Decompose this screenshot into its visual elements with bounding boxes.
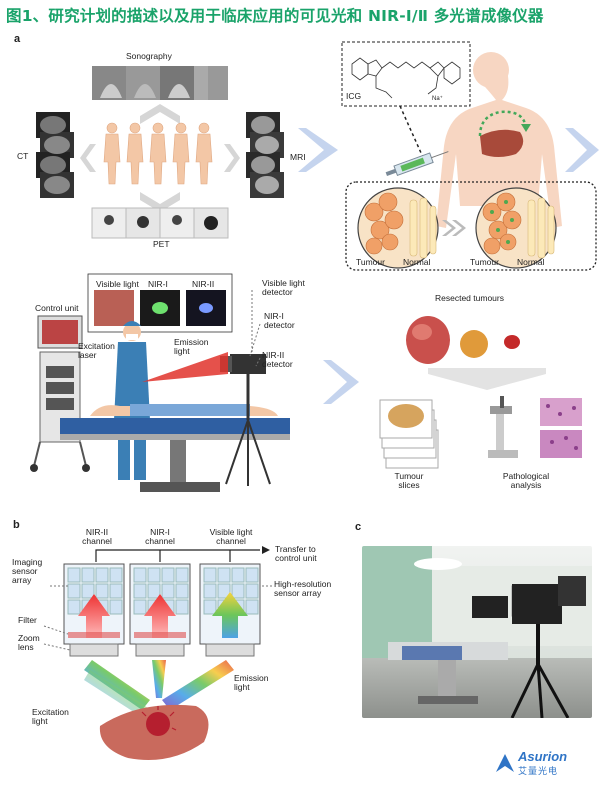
watermark: Asurion 艾量光电 [518,749,567,777]
syringe-icon [385,151,449,177]
tumour-icon [146,712,170,736]
sonography-label: Sonography [126,51,172,61]
control-unit-label: Control unit [35,303,79,313]
patient-figures [103,122,213,185]
chevron-right-icon [224,144,240,172]
pathology-diagram [379,316,582,469]
panel-b-letter: b [13,519,20,531]
panel-a-letter: a [14,33,21,45]
normal-label-2: Normal [517,257,545,267]
visible-sensor-box [199,563,261,657]
cell-circle-before [357,187,439,269]
mri-image-stack [246,112,284,198]
visible-light-thumbnail [94,290,134,326]
liver-icon [480,129,524,157]
nir2-sensor-box [63,563,125,657]
sodium-label: Na⁺ [432,96,443,102]
chevron-up-icon [140,104,180,124]
operating-table [60,418,290,492]
filter-label: Filter [18,615,37,625]
normal-label-1: Normal [403,257,431,267]
mri-label: MRI [290,152,306,162]
tumour-label-1: Tumour [356,257,385,267]
icg-injection-diagram [341,41,597,271]
arrow-icon [262,546,270,554]
ct-label: CT [17,151,29,161]
sonography-image-stack [92,66,228,100]
watermark-subtitle: 艾量光电 [518,766,559,776]
inset-nir2-label: NIR-II [192,279,215,289]
icg-molecule [351,57,461,99]
figure-title: 图1、研究计划的描述以及用于临床应用的可见光和 NIR-Ⅰ/Ⅱ 多光谱成像仪器 [6,7,544,25]
flow-chevron-icon [323,360,359,404]
surgeon-figure [114,321,150,480]
control-unit-cart [30,315,90,472]
multispectral-camera-diagram [43,546,272,760]
asurion-logo-icon [496,754,514,772]
tumour-slices-stack [379,399,439,469]
tumour-label-2: Tumour [470,257,499,267]
cell-circle-after [475,187,557,269]
ct-image-stack [36,112,74,198]
icg-label: ICG [346,91,362,101]
inset-visible-label: Visible light [96,279,139,289]
funnel-icon [428,368,546,390]
light-rays [84,660,234,716]
flow-chevron-icon [298,128,338,172]
pet-image-stack [91,207,229,239]
resected-tumour-samples [406,316,520,364]
pet-label: PET [153,239,170,249]
operating-scene [30,273,290,492]
histology-image-2 [540,430,582,458]
operating-room-photo [362,546,592,718]
imaging-modalities-diagram [36,66,284,239]
watermark-brand: Asurion [518,749,568,764]
inset-nir1-label: NIR-I [148,279,168,289]
flow-chevron-icon [565,128,599,172]
microscope-icon [488,396,518,458]
panel-c-letter: c [355,521,362,533]
emission-beam [142,352,228,382]
nir1-sensor-box [129,563,191,657]
chevron-left-icon [80,144,96,172]
resected-tumours-label: Resected tumours [435,293,504,303]
histology-image-1 [540,398,582,426]
